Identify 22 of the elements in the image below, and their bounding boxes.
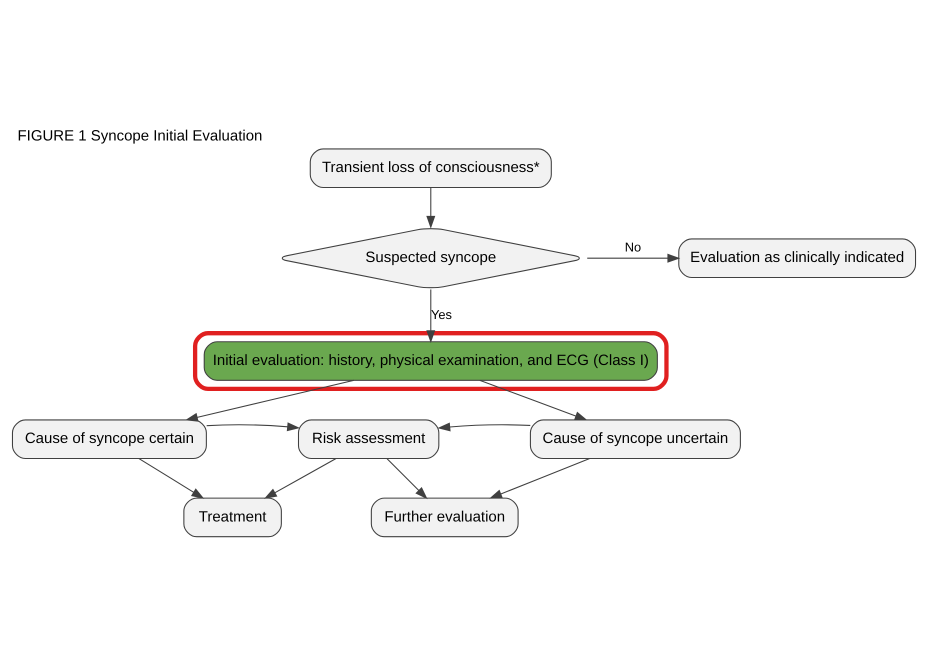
node-box: Initial evaluation: history, physical examination, and ECG (Class I) — [204, 340, 658, 380]
arrow — [138, 458, 204, 498]
node-box: Evaluation as clinically indicated — [678, 238, 916, 278]
diagram-title: FIGURE 1 Syncope Initial Evaluation — [18, 127, 262, 144]
node-box: Risk assessment — [298, 418, 440, 459]
node-box: Cause of syncope certain — [12, 418, 207, 459]
node-box: Further evaluation — [370, 497, 519, 537]
edge-label: Yes — [431, 306, 452, 322]
node-box: Treatment — [183, 497, 282, 537]
edge-label: No — [624, 238, 642, 254]
arrow — [264, 458, 336, 498]
arrow — [437, 422, 530, 431]
arrow — [489, 458, 590, 498]
arrow — [426, 187, 436, 228]
arrow — [587, 253, 680, 262]
node-box: Cause of syncope uncertain — [530, 418, 741, 459]
arrow — [206, 422, 300, 431]
arrow — [480, 379, 588, 420]
arrow — [426, 288, 436, 343]
node-box: Transient loss of consciousness* — [310, 148, 552, 188]
arrow — [386, 458, 428, 499]
arrow — [185, 379, 354, 422]
